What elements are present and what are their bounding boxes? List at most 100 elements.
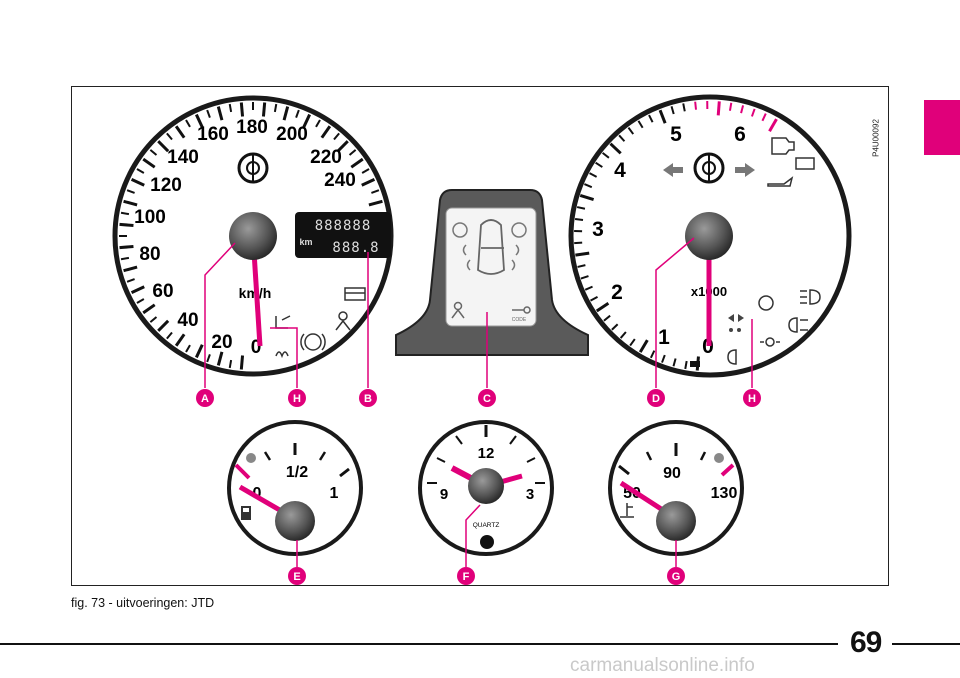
dial-tick [694,101,697,110]
svg-text:G: G [672,571,681,583]
dial-tick [361,178,376,187]
dial-tick [315,119,321,128]
glow-plug-icon [275,351,289,359]
fuel-label-full: 1 [330,485,339,502]
tachometer-label-3: 3 [592,218,604,241]
dial-tick [123,199,138,207]
dial-tick [239,355,245,370]
odometer-unit: km [299,237,312,247]
callout-g: G [667,567,685,585]
footer-rule-left [0,643,838,645]
dial-tick [216,351,224,366]
dial-tick [348,149,357,156]
fuel-hub [275,501,315,541]
dial-tick [136,168,145,174]
dial-tick [119,222,134,228]
dial-tick [682,103,686,112]
dial-tick [368,199,383,207]
dial-tick [672,358,677,367]
rear-fog-icon [788,317,808,333]
speedometer-label-200: 200 [276,124,308,145]
dial-tick [166,331,173,340]
dial-tick [361,168,370,174]
callout-h-right: H [743,389,761,407]
dial-tick [185,344,191,353]
dial-tick [149,149,158,156]
battery-warning-icon [795,157,815,170]
fuel-label-empty: 0 [253,485,262,502]
tachometer-label-1: 1 [658,326,670,349]
dial-tick [320,125,332,139]
speedometer-label-80: 80 [139,244,160,265]
fuel-filter-icon [344,287,366,301]
abs-warning-icon [452,222,468,238]
figure-caption: fig. 73 - uitvoeringen: JTD [71,596,215,610]
dial-tick [609,142,622,155]
dial-tick [120,211,130,216]
svg-text:H: H [293,393,301,405]
svg-text:D: D [652,393,660,405]
temp-label-90: 90 [663,465,681,482]
speedometer-label-20: 20 [211,332,232,353]
dial-tick [185,119,191,128]
footer-rule-right [892,643,960,645]
temp-hub [656,501,696,541]
clock-label-12: 12 [478,445,495,462]
turn-right-arrow-icon [735,163,755,177]
speedometer-label-100: 100 [134,207,166,228]
dial-tick [658,109,667,124]
speedometer-label-140: 140 [167,147,199,168]
dial-tick [590,295,599,302]
dial-tick [228,103,233,113]
figure-reference-code-text: P4U00092 [871,119,881,157]
speedometer-label-0: 0 [251,337,262,358]
temp-label-130: 130 [711,485,738,502]
clock-brand: QUARTZ [473,522,500,529]
dial-tick [589,172,598,178]
dial-tick [228,359,233,369]
dial-tick [638,339,649,353]
dial-tick [295,109,300,118]
door-open-icons [462,244,520,271]
dial-tick [126,189,135,194]
dial-tick [302,113,311,128]
svg-text:E: E [293,571,300,583]
cruise-control-icon [728,314,744,332]
callout-h-left: H [288,389,306,407]
key-code-icon [512,306,531,314]
dial-tick [618,134,626,142]
central-display: CODE [395,189,589,356]
dial-tick [574,217,584,221]
speedometer-hub [229,212,277,260]
tachometer-label-6: 6 [734,123,746,146]
dial-tick [261,102,267,117]
dial-tick [371,189,380,194]
dial-tick [584,183,593,189]
dial-tick [627,127,635,135]
dial-tick [579,193,595,202]
airbag-warning-icon [335,311,351,331]
clock-label-9: 9 [440,486,448,503]
dial-tick [577,264,586,268]
coolant-temperature-gauge: 50 90 130 [608,420,744,556]
dial-tick [166,132,173,141]
figure-reference-code: P4U00092 [868,108,884,168]
dial-tick [750,108,756,117]
dial-tick [119,244,134,250]
callout-leaders [204,237,753,567]
speedometer-label-40: 40 [177,310,198,331]
dial-tick [273,103,278,113]
fuel-gauge: 0 1/2 1 [227,420,363,556]
page-number: 69 [850,626,882,659]
speedometer-ticks [119,102,383,370]
code-label: CODE [512,317,527,323]
car-outline-icon [477,219,505,275]
fuel-pump-icon [241,506,251,520]
speedometer: 20 40 60 80 100 120 140 160 180 200 220 … [112,95,394,377]
dial-tick [142,303,156,315]
dial-tick [216,106,224,121]
dial-tick [603,314,611,322]
dial-tick [761,113,767,122]
dial-tick [239,102,245,117]
dial-tick [333,132,340,141]
